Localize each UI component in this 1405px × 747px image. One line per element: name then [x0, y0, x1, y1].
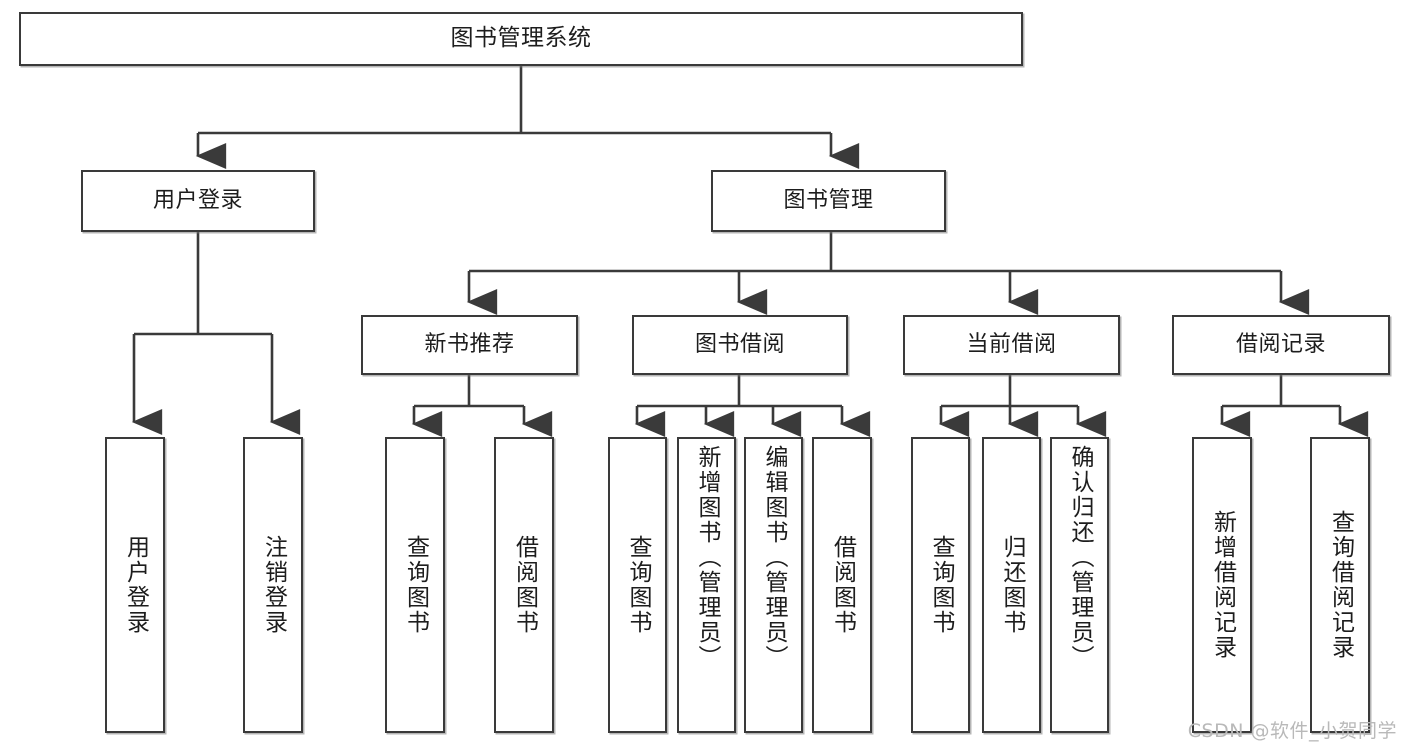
leaf-borrow-borrow-book[interactable]: 借阅图书: [812, 437, 872, 733]
leaf-record-add-borrow-record[interactable]: 新增借阅记录: [1192, 437, 1252, 733]
node-book-borrow[interactable]: 图书借阅: [632, 315, 848, 375]
node-label: 用户登录: [122, 535, 149, 635]
node-label: 查询图书: [928, 535, 954, 635]
node-root-book-management-system[interactable]: 图书管理系统: [19, 12, 1023, 66]
node-label: 查询图书: [402, 535, 429, 635]
node-label: 查询借阅记录: [1327, 510, 1354, 660]
node-label: 确认归还（管理员）: [1067, 445, 1093, 670]
leaf-current-query-book[interactable]: 查询图书: [911, 437, 970, 733]
node-label: 图书管理系统: [450, 25, 592, 52]
node-label: 图书管理: [783, 188, 874, 214]
node-label: 新增借阅记录: [1209, 510, 1236, 660]
node-book-management[interactable]: 图书管理: [711, 170, 946, 232]
leaf-user-login[interactable]: 用户登录: [105, 437, 165, 733]
watermark: CSDN @软件_小贺同学: [1187, 720, 1397, 742]
node-label: 查询图书: [625, 535, 651, 635]
leaf-borrow-edit-book-admin[interactable]: 编辑图书（管理员）: [744, 437, 803, 733]
leaf-record-query-borrow-record[interactable]: 查询借阅记录: [1310, 437, 1370, 733]
node-new-book-recommend[interactable]: 新书推荐: [361, 315, 578, 375]
leaf-recommend-query-book[interactable]: 查询图书: [385, 437, 445, 733]
leaf-current-return-book[interactable]: 归还图书: [982, 437, 1041, 733]
node-label: 注销登录: [260, 535, 287, 635]
node-label: 用户登录: [152, 188, 243, 214]
leaf-current-confirm-return-admin[interactable]: 确认归还（管理员）: [1050, 437, 1109, 733]
leaf-borrow-query-book[interactable]: 查询图书: [608, 437, 667, 733]
node-label: 编辑图书（管理员）: [761, 445, 787, 670]
node-current-borrow[interactable]: 当前借阅: [903, 315, 1120, 375]
node-label: 归还图书: [999, 535, 1025, 635]
node-label: 借阅记录: [1235, 332, 1326, 358]
node-label: 新书推荐: [424, 332, 515, 358]
node-label: 图书借阅: [694, 332, 785, 358]
node-label: 当前借阅: [966, 332, 1057, 358]
node-user-login[interactable]: 用户登录: [81, 170, 315, 232]
node-label: 借阅图书: [829, 535, 856, 635]
leaf-borrow-add-book-admin[interactable]: 新增图书（管理员）: [677, 437, 736, 733]
node-label: 新增图书（管理员）: [694, 445, 720, 670]
node-label: 借阅图书: [511, 535, 538, 635]
leaf-logout-login[interactable]: 注销登录: [243, 437, 303, 733]
node-borrow-record[interactable]: 借阅记录: [1172, 315, 1390, 375]
leaf-recommend-borrow-book[interactable]: 借阅图书: [494, 437, 554, 733]
